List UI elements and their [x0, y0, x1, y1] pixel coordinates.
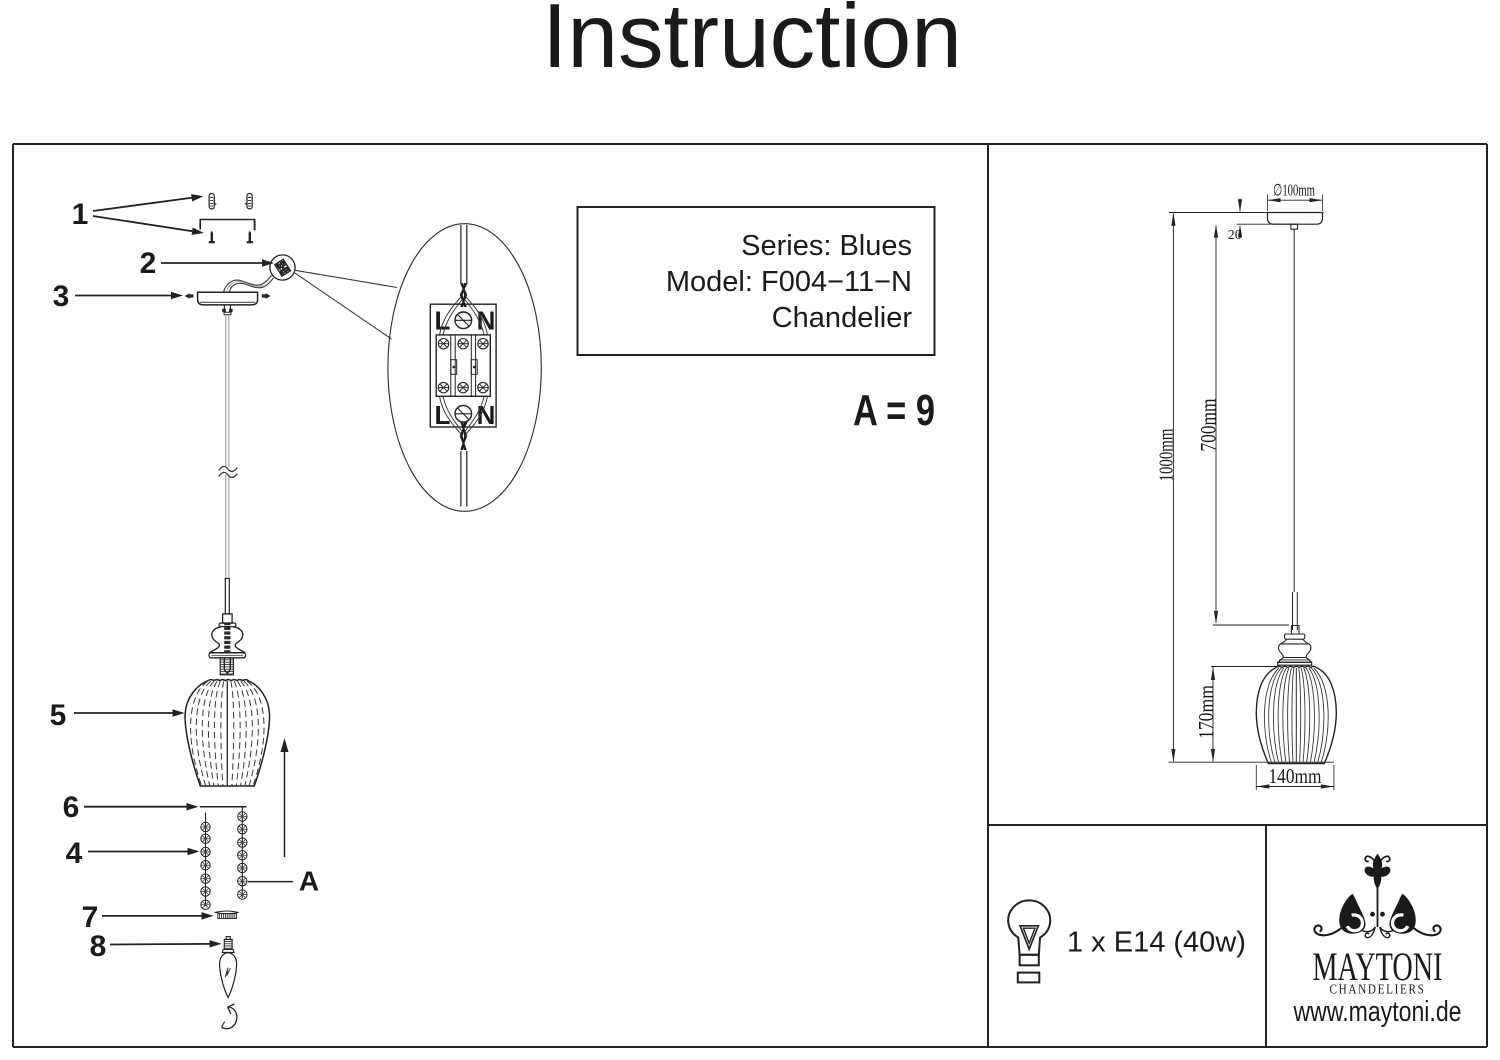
- svg-text:140mm: 140mm: [1269, 764, 1322, 788]
- svg-text:3: 3: [53, 280, 70, 313]
- svg-text:CHANDELIERS: CHANDELIERS: [1330, 982, 1426, 997]
- svg-text:N: N: [477, 400, 496, 430]
- svg-text:170mm: 170mm: [1194, 685, 1218, 739]
- svg-text:L: L: [435, 306, 451, 336]
- svg-text:1000mm: 1000mm: [1156, 428, 1178, 481]
- svg-text:L: L: [435, 400, 451, 430]
- svg-text:5: 5: [50, 699, 67, 732]
- svg-text:Instruction: Instruction: [542, 0, 962, 87]
- svg-text:Model: F004−11−N: Model: F004−11−N: [666, 266, 912, 298]
- svg-text:8: 8: [90, 930, 107, 963]
- svg-text:∅100mm: ∅100mm: [1273, 181, 1315, 200]
- svg-text:7: 7: [82, 901, 99, 934]
- svg-text:Series: Blues: Series: Blues: [741, 230, 912, 262]
- svg-text:N: N: [477, 306, 496, 336]
- svg-text:A: A: [299, 866, 319, 897]
- svg-text:1: 1: [72, 198, 89, 231]
- svg-text:20: 20: [1228, 228, 1242, 243]
- svg-text:4: 4: [66, 837, 83, 870]
- svg-text:1 x E14 (40w): 1 x E14 (40w): [1067, 927, 1246, 959]
- svg-text:700mm: 700mm: [1196, 399, 1221, 452]
- svg-text:A = 9: A = 9: [853, 386, 935, 435]
- svg-text:Chandelier: Chandelier: [772, 302, 913, 334]
- svg-text:6: 6: [63, 791, 80, 824]
- svg-text:MAYTONI: MAYTONI: [1313, 944, 1443, 989]
- svg-text:www.maytoni.de: www.maytoni.de: [1293, 996, 1462, 1028]
- svg-text:2: 2: [140, 247, 157, 280]
